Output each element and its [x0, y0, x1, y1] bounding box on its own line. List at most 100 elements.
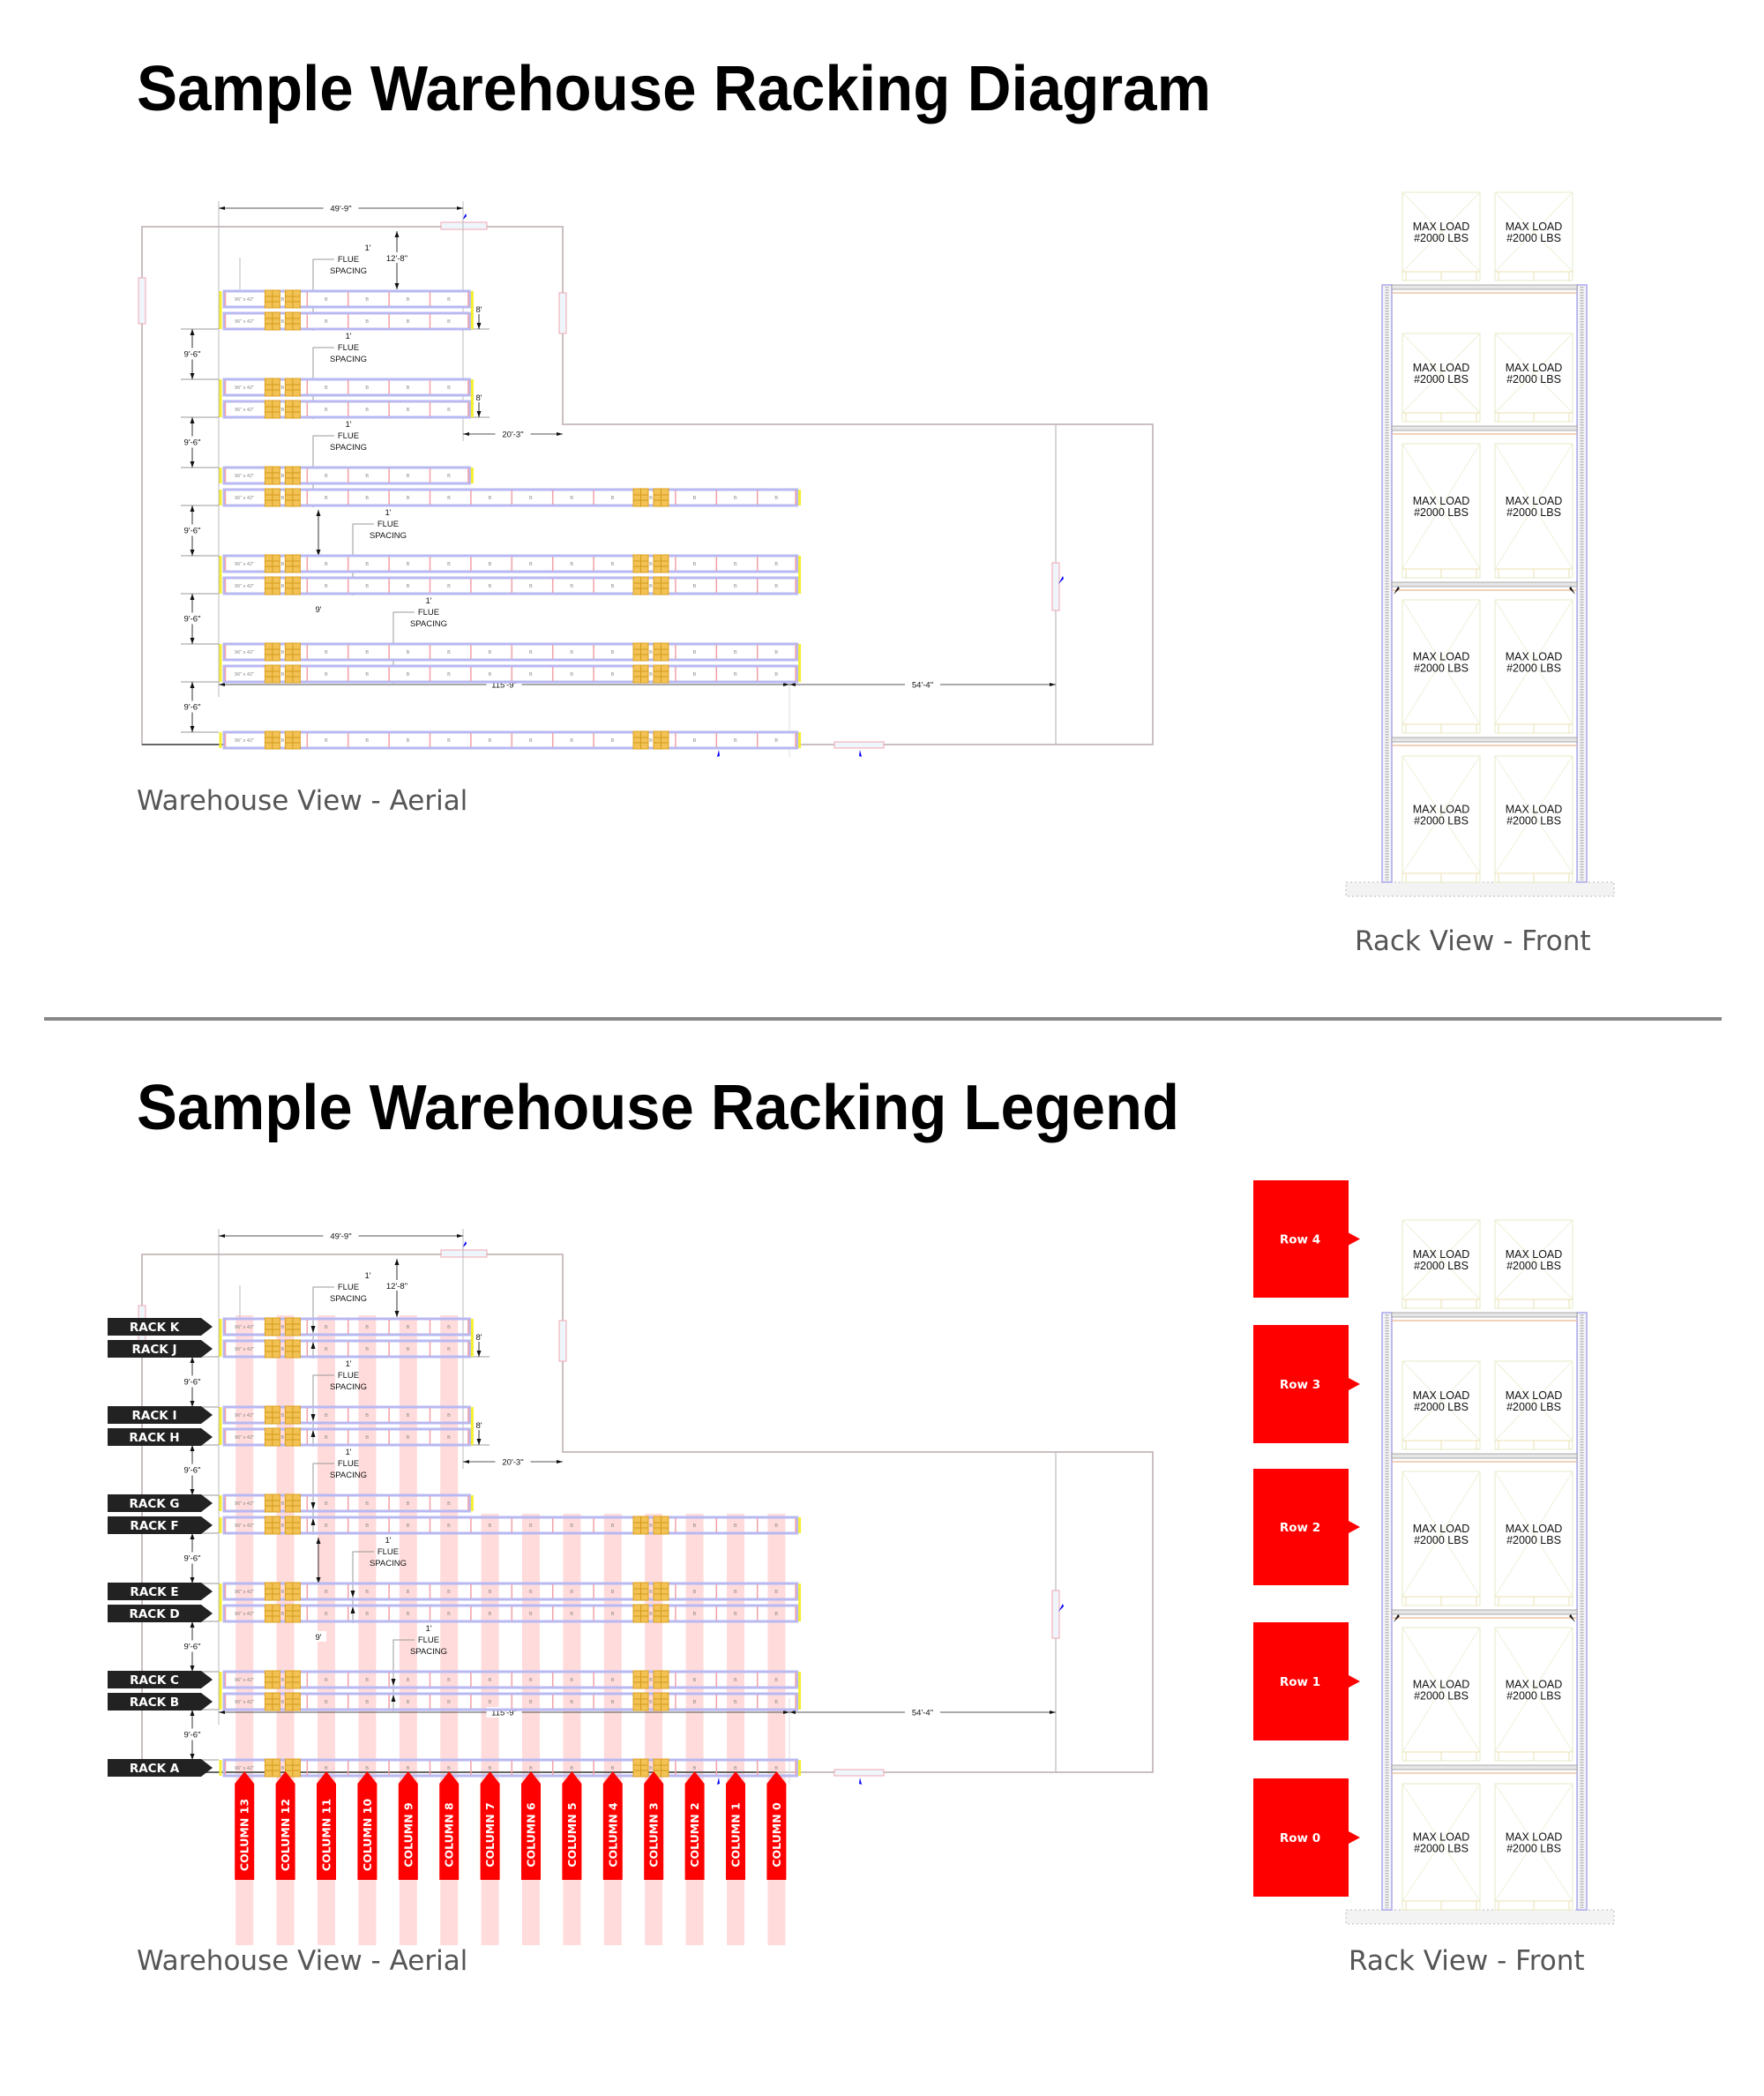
door-swing-icon [1058, 576, 1064, 584]
legend-title: Sample Warehouse Racking Legend [137, 1073, 1179, 1143]
max-load-label: MAX LOAD [1413, 1248, 1470, 1261]
column-marker: COLUMN 6 [521, 1771, 541, 1880]
load-box-cross [1494, 1219, 1573, 1300]
arrowhead-icon [476, 1439, 482, 1445]
pallet-slats [285, 1583, 301, 1600]
pallet-slats [654, 1516, 669, 1534]
flue-label: FLUE [418, 1636, 439, 1645]
pallet-slats [633, 731, 648, 749]
arrowhead-icon [391, 1679, 396, 1686]
pallet-slats [265, 665, 280, 683]
bay-label: B [407, 1413, 410, 1419]
pallet-slats [654, 1759, 669, 1777]
bay-label: B [325, 1612, 328, 1617]
pallet-slats [265, 1583, 280, 1600]
rack-label: RACK B [130, 1696, 179, 1710]
dimension-label-bg [472, 1331, 486, 1342]
load-box [1494, 1627, 1573, 1762]
bay-label: B [489, 672, 492, 677]
arrowhead-icon [394, 283, 400, 289]
bay-label: B [734, 1590, 737, 1595]
bay-size-label: 96" x 42" [235, 1700, 254, 1705]
bay-label: B [447, 319, 451, 325]
pallet-slats [265, 1759, 280, 1777]
max-load-label: MAX LOAD [1413, 1679, 1470, 1691]
bay-label: B [365, 1523, 369, 1529]
bay-label: B [407, 408, 410, 413]
pallet-slats [285, 312, 301, 330]
bay-label: B [693, 1700, 697, 1705]
bay-label: B [281, 1700, 285, 1705]
pallet-slats [285, 555, 301, 573]
bay-size-label: 96" x 42" [235, 1612, 254, 1617]
flue-size: 1' [345, 332, 351, 341]
bay-label: B [281, 738, 285, 744]
pallet-slats [633, 489, 648, 506]
bay-label: B [447, 408, 451, 413]
pallet-slats [285, 1759, 301, 1777]
bay-label: B [529, 672, 533, 677]
rack-label-arrow [108, 1516, 213, 1534]
bay-label: B [447, 1590, 451, 1595]
rack-beams [222, 488, 799, 507]
bay-label: B [325, 1413, 328, 1419]
bay-label: B [774, 584, 778, 589]
max-load-label: #2000 LBS [1414, 1534, 1469, 1546]
max-load-label: #2000 LBS [1414, 1401, 1469, 1413]
arrowhead-icon [190, 1489, 195, 1495]
column-arrow [644, 1771, 664, 1880]
pallet-slats [265, 1516, 280, 1534]
floor-slab [1345, 1909, 1615, 1925]
pallet-base [1402, 1440, 1480, 1449]
arrowhead-icon [316, 510, 321, 516]
bay-size-label: 96" x 42" [235, 1325, 254, 1330]
max-load-label: MAX LOAD [1506, 495, 1563, 507]
flue-label: FLUE [338, 343, 359, 353]
max-load-label: #2000 LBS [1414, 815, 1469, 827]
column-marker: COLUMN 13 [235, 1771, 255, 1880]
anchor-icon [1394, 587, 1400, 595]
bay-label: B [365, 1700, 369, 1705]
arrowhead-icon [190, 1754, 195, 1760]
arrowhead-icon [190, 417, 195, 423]
pallet-load: MAX LOAD#2000 LBS [1494, 1783, 1573, 1911]
pallet-load: MAX LOAD#2000 LBS [1494, 1360, 1573, 1450]
bay-label: B [529, 1766, 533, 1771]
bay-size-label: 96" x 42" [235, 1435, 254, 1441]
rack-beams [222, 466, 471, 485]
flue-label: SPACING [330, 1294, 367, 1304]
bay-label: B [281, 1766, 285, 1771]
bay-label: B [325, 1678, 328, 1683]
door [440, 221, 488, 230]
bay-label: B [325, 584, 328, 589]
max-load-label: #2000 LBS [1506, 506, 1561, 519]
dimension-label-bg [176, 1728, 208, 1740]
column-label: COLUMN 6 [525, 1802, 538, 1868]
bay-label: B [407, 474, 410, 479]
arrowhead-icon [310, 1502, 316, 1509]
pallet-slats [285, 577, 301, 595]
dimension-aisle: 9'-6" [184, 1554, 201, 1564]
dimension-label-bg [905, 679, 940, 690]
rack-label-marker: RACK H [108, 1428, 213, 1446]
bay-label: B [447, 1435, 451, 1441]
pallet-base [1402, 723, 1480, 733]
bay-label: B [611, 1678, 615, 1683]
row-marker: Row 3 [1253, 1325, 1360, 1443]
rack-beams [222, 1493, 471, 1513]
flue-size: 1' [345, 1359, 351, 1369]
column-highlight-stripe [603, 1514, 622, 1945]
max-load-label: MAX LOAD [1506, 1523, 1563, 1535]
flue-size: 1' [364, 243, 370, 253]
bay-label: B [407, 1347, 410, 1352]
bay-label: B [365, 319, 369, 325]
bay-label: B [281, 1413, 285, 1419]
load-beam [1391, 581, 1578, 588]
pallet-base [1402, 271, 1480, 281]
column-highlight-stripe [522, 1514, 540, 1945]
load-box [1401, 755, 1481, 883]
flue-label: SPACING [330, 443, 367, 453]
arrowhead-icon [310, 1342, 316, 1349]
bay-label: B [774, 650, 778, 655]
